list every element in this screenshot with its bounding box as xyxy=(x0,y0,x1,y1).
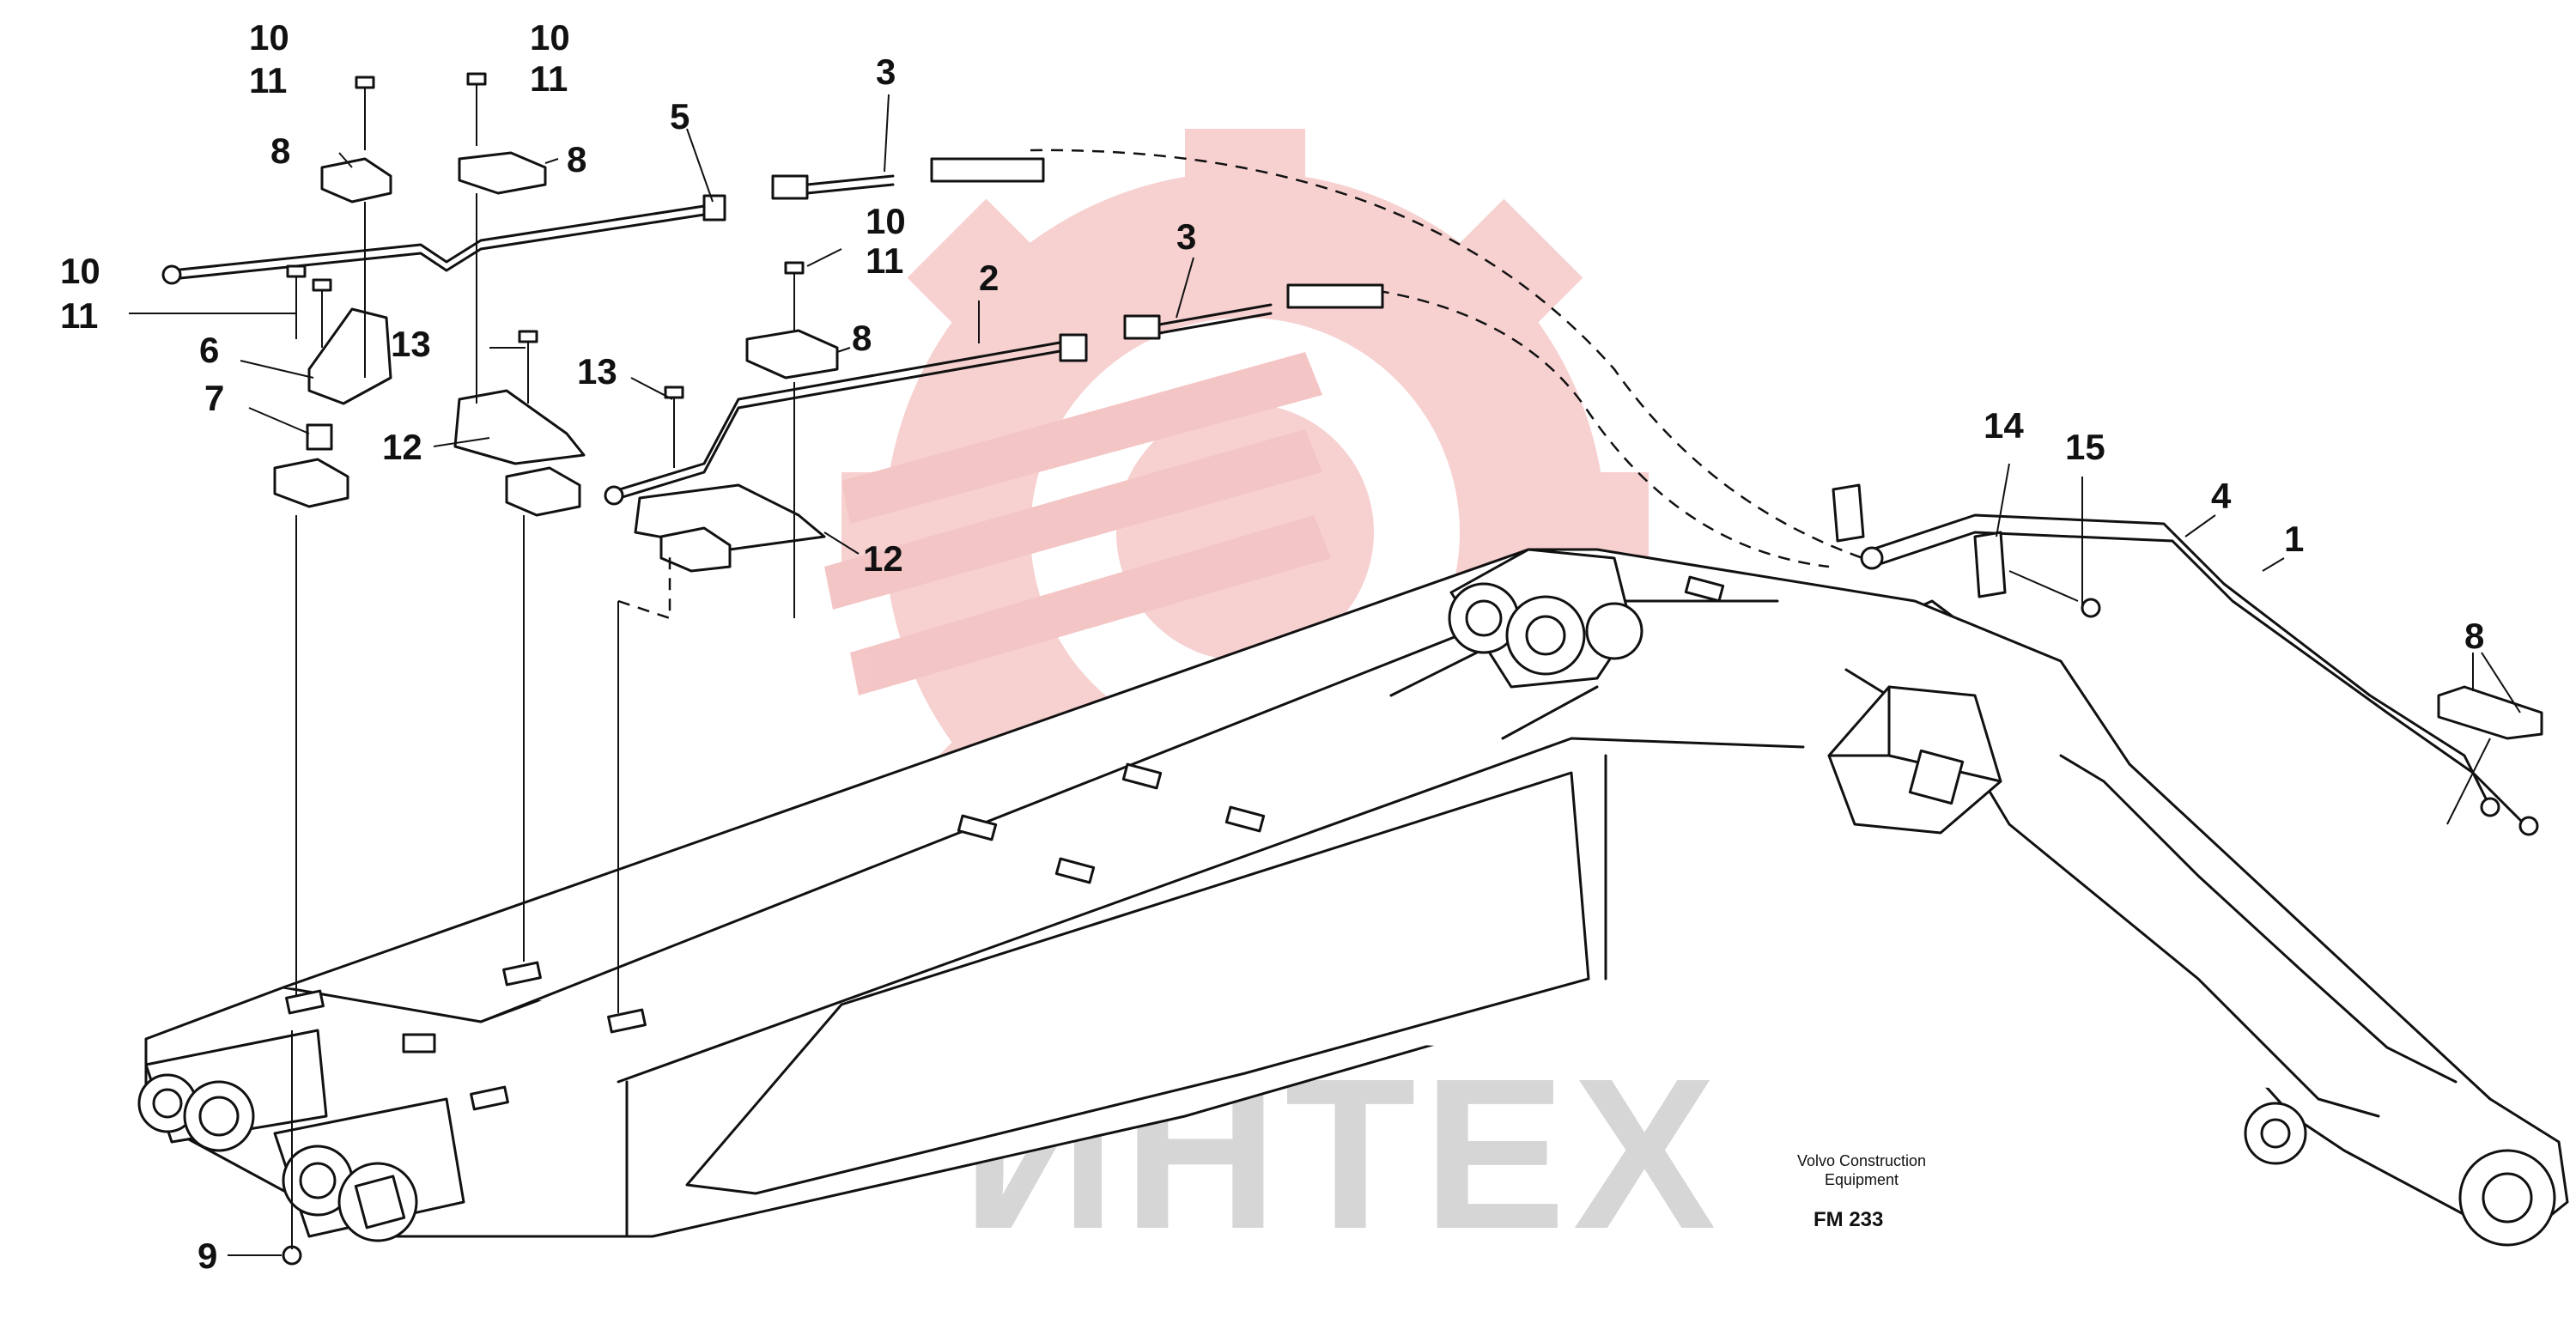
clamp-8-middle xyxy=(745,329,839,380)
label-part-12-left: 12 xyxy=(382,427,422,467)
label-part-8-upper-left: 8 xyxy=(270,131,290,171)
clamps-and-hardware xyxy=(273,72,2543,1266)
label-part-3-lower: 3 xyxy=(1176,216,1196,257)
label-part-1: 1 xyxy=(2284,519,2304,559)
part-number-labels: 1 2 3 3 4 5 6 7 8 8 8 8 9 10 10 10 10 11… xyxy=(60,17,2484,1276)
boom-structure xyxy=(137,548,2569,1247)
label-part-2: 2 xyxy=(979,258,999,298)
label-part-9: 9 xyxy=(197,1236,217,1276)
label-part-13-right: 13 xyxy=(577,351,617,392)
clamp-8-upper-left xyxy=(320,157,392,203)
label-part-7: 7 xyxy=(204,378,224,418)
clamp-8-upper-middle xyxy=(458,151,547,195)
label-part-11-right: 11 xyxy=(866,240,903,281)
clamp-14 xyxy=(1973,531,2007,598)
hose-3-lower-fitting xyxy=(1123,314,1161,340)
label-part-8-middle: 8 xyxy=(852,318,872,358)
hose-routing-lower xyxy=(1356,286,1830,568)
cylinder-mount-block xyxy=(1827,685,2002,835)
label-part-4: 4 xyxy=(2211,476,2232,516)
clamp-lower-left xyxy=(273,458,349,508)
label-part-3-upper: 3 xyxy=(876,52,896,92)
boom-tip-hinge xyxy=(2244,1102,2556,1247)
plate-12-left xyxy=(453,389,586,465)
label-part-8-upper-middle: 8 xyxy=(567,139,586,179)
figure-code: FM 233 xyxy=(1814,1208,1883,1231)
leader-lines xyxy=(129,94,2521,1256)
caption-company-line1: Volvo Construction xyxy=(1797,1152,1926,1169)
hose-3-upper-fitting xyxy=(771,174,809,200)
feed-lines xyxy=(161,149,2539,836)
plate-6 xyxy=(307,307,392,405)
assembly-guide-lines xyxy=(291,193,2491,1249)
screw-15 xyxy=(2008,570,2079,602)
label-part-11-middle: 11 xyxy=(530,58,568,99)
label-part-10-right: 10 xyxy=(866,201,906,241)
label-part-10-left: 10 xyxy=(249,17,289,58)
boom-center-hinge xyxy=(1389,548,1643,740)
spacer-7 xyxy=(306,423,333,451)
label-part-11-far-left: 11 xyxy=(60,295,98,336)
caption-company-line2: Equipment xyxy=(1825,1171,1899,1188)
clamp-8-right xyxy=(2437,685,2543,740)
label-part-8-right: 8 xyxy=(2464,616,2484,656)
hose-3-upper-end xyxy=(930,157,1045,183)
label-part-10-middle: 10 xyxy=(530,17,570,58)
label-part-6: 6 xyxy=(199,330,219,370)
label-part-15: 15 xyxy=(2065,427,2105,467)
label-part-10-far-left: 10 xyxy=(60,251,100,291)
boom-side-window xyxy=(685,771,1590,1195)
label-part-11-left: 11 xyxy=(249,60,287,100)
hose-3-lower-end xyxy=(1286,283,1384,309)
label-part-13-left: 13 xyxy=(391,324,431,364)
boom-clamp-pads xyxy=(285,575,1725,1111)
pipe-5 xyxy=(170,204,706,272)
label-part-14: 14 xyxy=(1984,405,2024,446)
figure-caption: Volvo Construction Equipment FM 233 xyxy=(1797,1152,1926,1231)
clamp-14-bracket xyxy=(1832,483,1865,543)
boom-foot-hinges xyxy=(137,1029,465,1242)
label-part-12-right: 12 xyxy=(863,538,903,579)
pipe-4 xyxy=(1870,513,2492,809)
pipe-2 xyxy=(612,340,1066,493)
screws xyxy=(286,72,805,468)
label-part-5: 5 xyxy=(670,96,690,137)
